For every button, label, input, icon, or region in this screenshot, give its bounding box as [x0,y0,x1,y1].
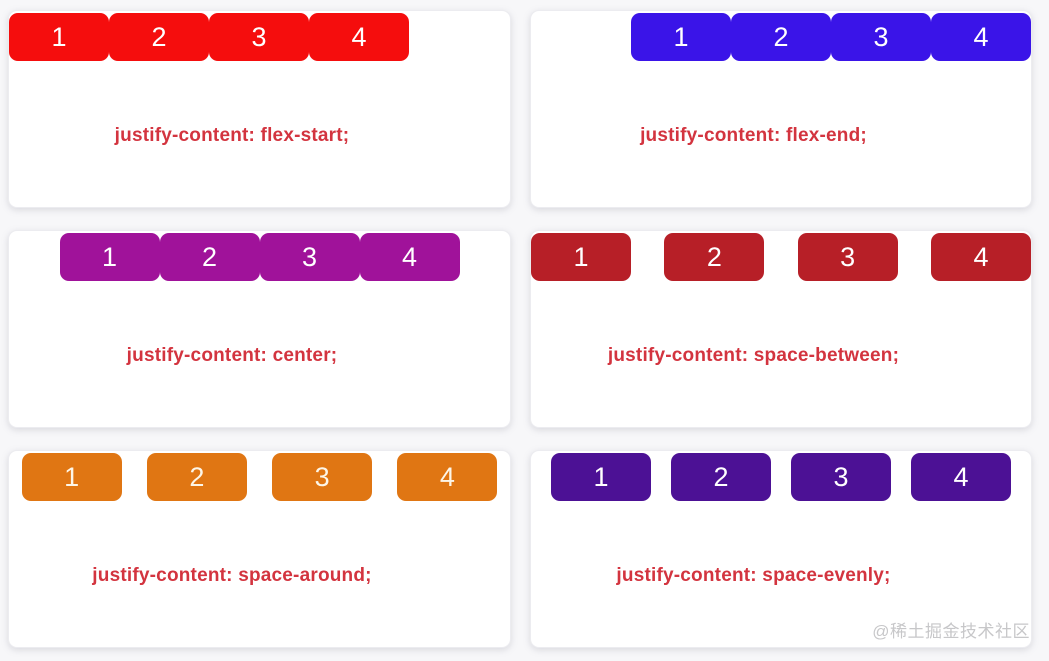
flex-demo-row: 1 2 3 4 [531,13,1031,61]
flex-item-1: 1 [551,453,651,501]
flex-item-2: 2 [671,453,771,501]
flex-item-2: 2 [664,233,765,281]
flex-item-1: 1 [21,453,122,501]
panel-flex-start: 1 2 3 4 justify-content: flex-start; [8,10,511,208]
flex-item-3: 3 [272,453,373,501]
justify-content-label: justify-content: space-between; [607,345,900,366]
panel-center: 1 2 3 4 justify-content: center; [8,230,511,428]
justify-content-label: justify-content: space-around; [92,565,372,586]
flex-item-3: 3 [791,453,891,501]
flex-demo-row: 1 2 3 4 [531,453,1031,501]
flex-item-4: 4 [359,233,460,281]
flex-item-4: 4 [309,13,409,61]
flex-demo-row: 1 2 3 4 [9,233,510,281]
flex-item-4: 4 [931,13,1031,61]
flex-item-1: 1 [631,13,731,61]
flex-item-1: 1 [9,13,109,61]
panel-flex-end: 1 2 3 4 justify-content: flex-end; [530,10,1032,208]
flex-item-2: 2 [109,13,209,61]
flex-item-3: 3 [209,13,309,61]
panel-space-around: 1 2 3 4 justify-content: space-around; [8,450,511,648]
justify-content-label: justify-content: space-evenly; [616,565,891,586]
flex-item-3: 3 [797,233,898,281]
flex-item-2: 2 [146,453,247,501]
panel-space-evenly: 1 2 3 4 justify-content: space-evenly; [530,450,1032,648]
juejin-watermark: @稀土掘金技术社区 [872,622,1030,641]
justify-content-label: justify-content: flex-end; [640,125,867,146]
justify-content-label: justify-content: center; [126,345,338,366]
flex-demo-row: 1 2 3 4 [531,233,1031,281]
flex-demo-row: 1 2 3 4 [9,13,510,61]
flex-item-4: 4 [911,453,1011,501]
flex-item-3: 3 [831,13,931,61]
panel-space-between: 1 2 3 4 justify-content: space-between; [530,230,1032,428]
flex-item-2: 2 [159,233,260,281]
flex-item-4: 4 [930,233,1031,281]
flex-item-3: 3 [259,233,360,281]
flex-item-2: 2 [731,13,831,61]
flex-item-1: 1 [531,233,631,281]
panels-grid: 1 2 3 4 justify-content: flex-start; 1 2… [8,10,1032,648]
flex-demo-row: 1 2 3 4 [9,453,510,501]
justify-content-label: justify-content: flex-start; [114,125,350,146]
flex-item-4: 4 [397,453,498,501]
flex-item-1: 1 [59,233,160,281]
